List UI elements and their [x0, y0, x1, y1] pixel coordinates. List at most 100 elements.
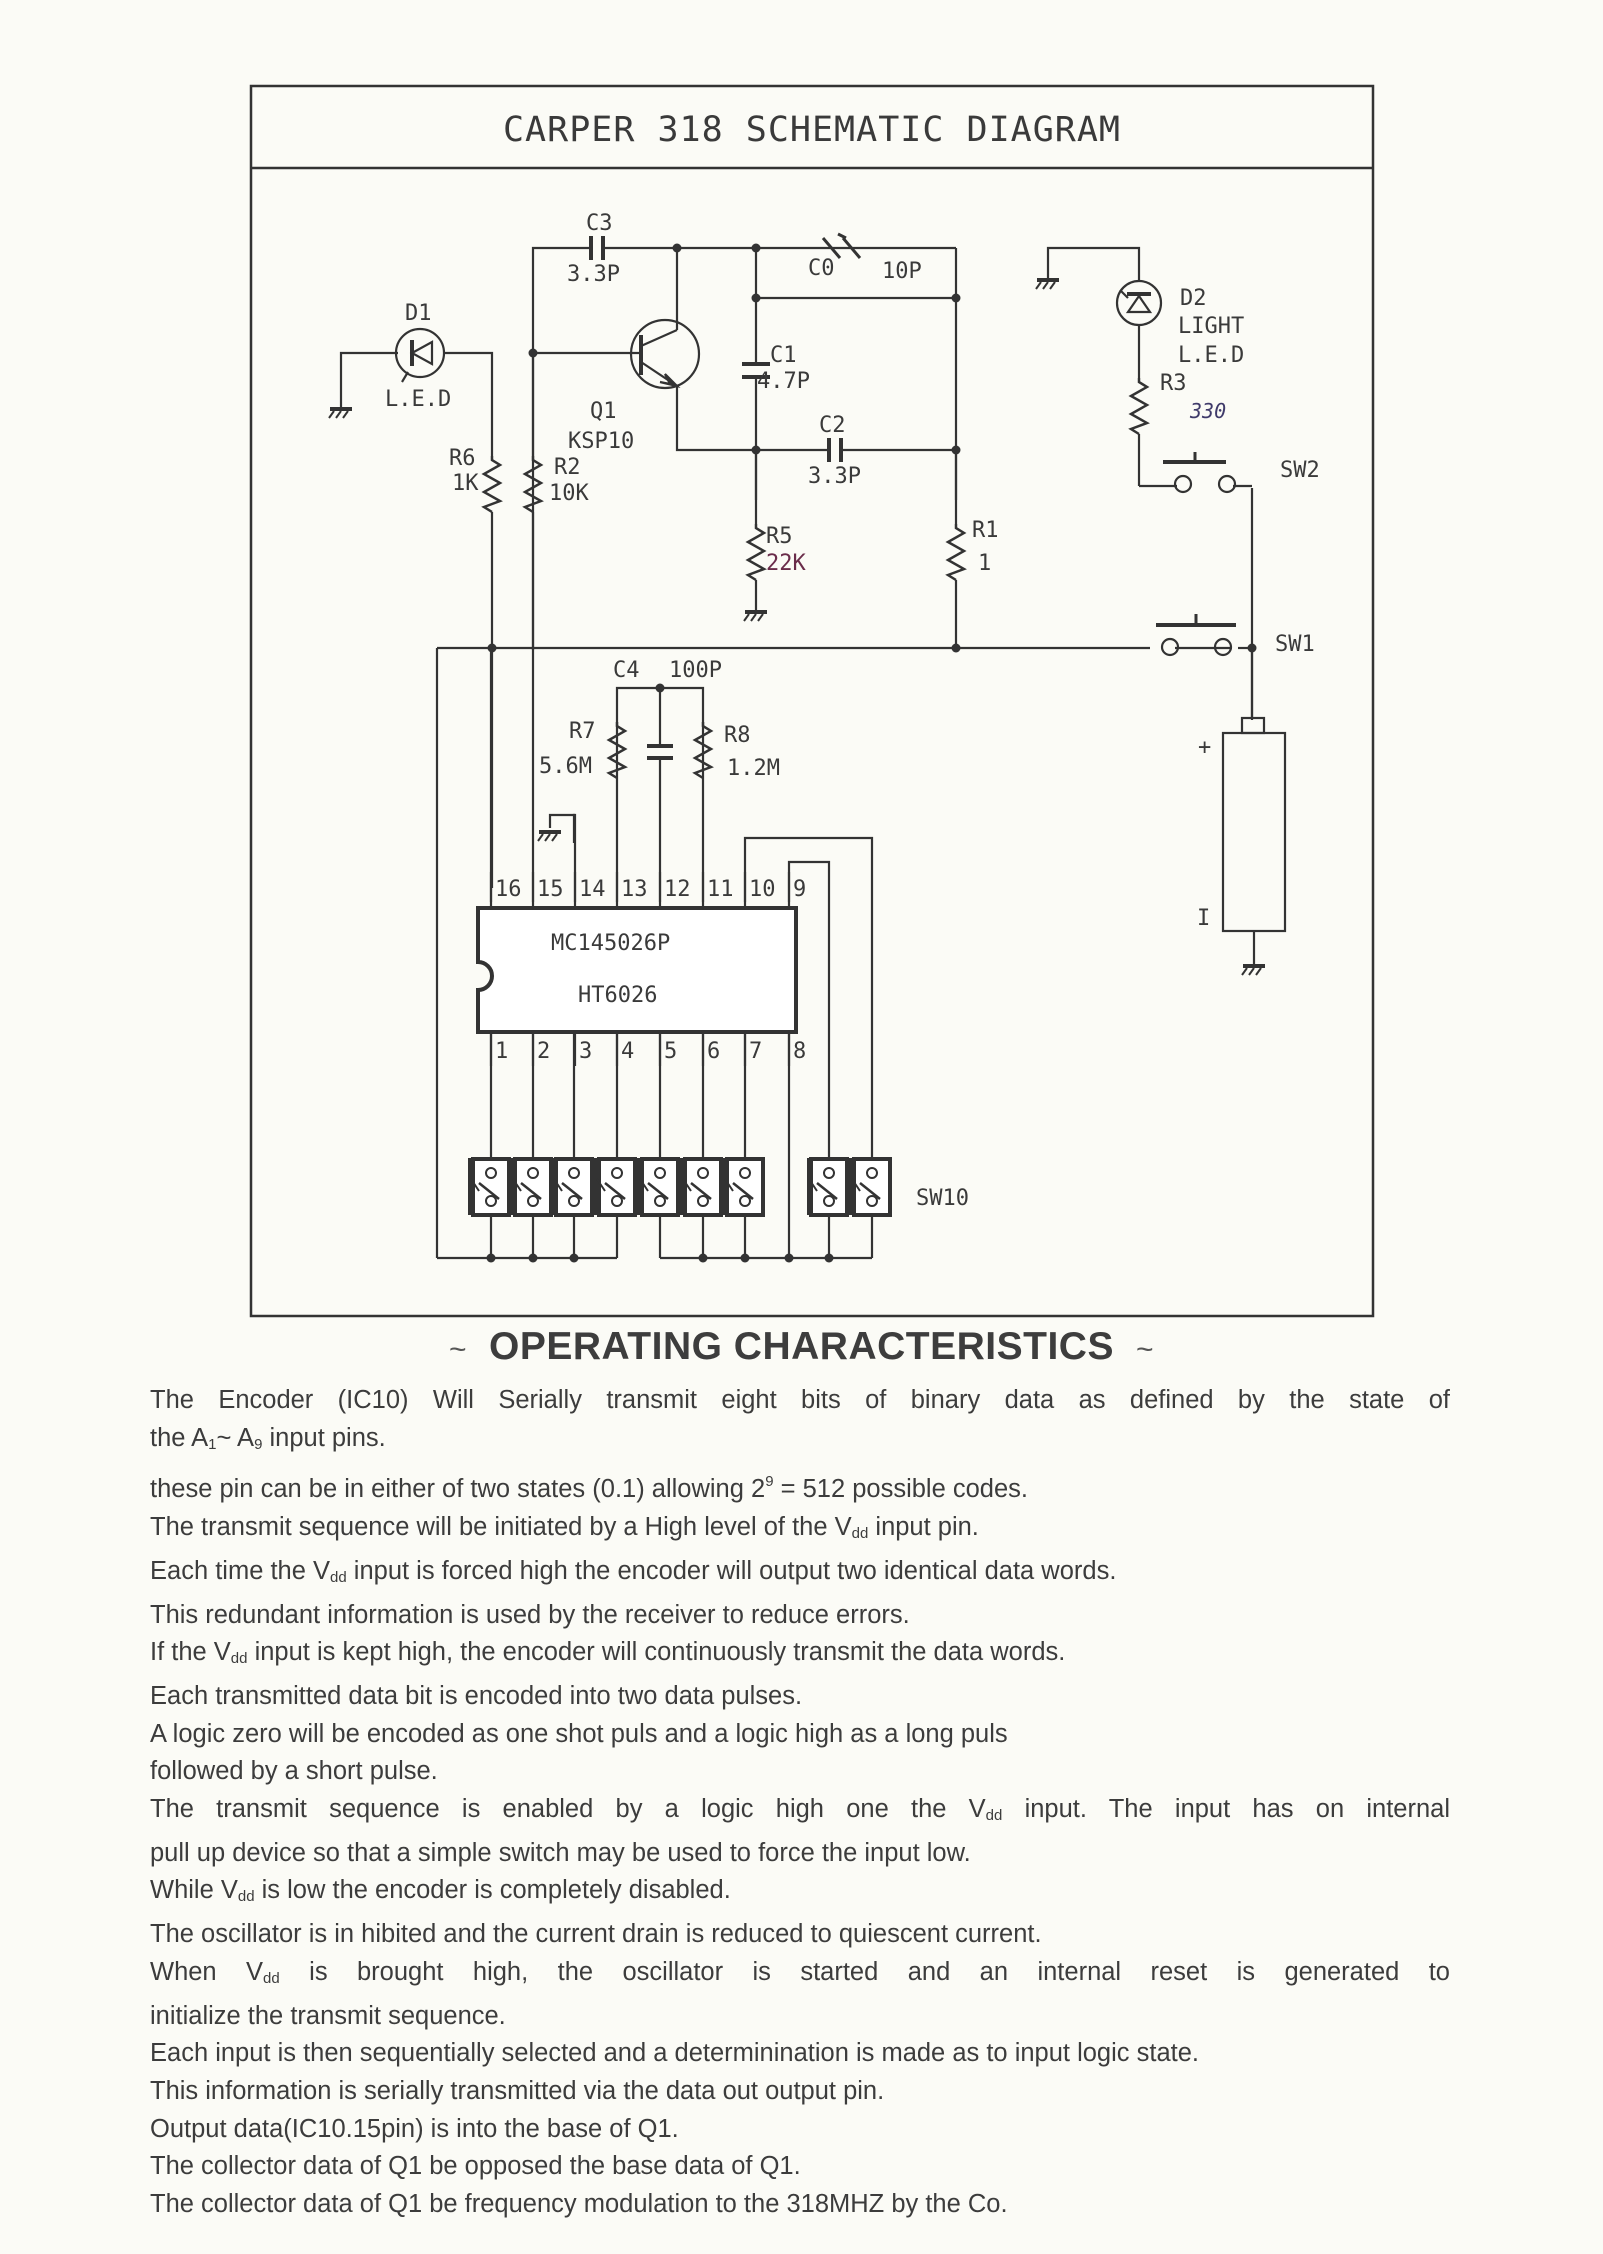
led-d2	[1115, 279, 1163, 327]
r5-value: 22K	[766, 551, 806, 576]
ic-bottom-pin-label: 8	[793, 1039, 806, 1064]
capacitor-c2: C2 3.3P	[808, 413, 861, 489]
ic-bottom-pin-label: 4	[621, 1039, 634, 1064]
svg-text:C3: C3	[586, 211, 613, 236]
ic-top-pin-label: 10	[749, 877, 776, 902]
ground-icon	[536, 830, 563, 843]
pushbutton-sw1	[1156, 614, 1236, 657]
diagram-frame	[249, 84, 1375, 1318]
ic-mc145026p: MC145026P HT6026	[476, 906, 798, 1034]
sw2-ref: SW2	[1280, 458, 1320, 483]
r3-value: 330	[1189, 399, 1226, 423]
paragraph-line: the A1~ A9 input pins.	[150, 1423, 386, 1453]
capacitor-c1: C1 4.7P	[742, 343, 810, 394]
d2-ref: D2	[1180, 286, 1207, 311]
c0-ref: C0	[808, 256, 835, 281]
ic-bottom-pin-label: 2	[537, 1039, 550, 1064]
schematic-diagram: CARPER 318 SCHEMATIC DIAGRAM	[249, 84, 1375, 1318]
ic-top-pin-label: 13	[621, 877, 648, 902]
r2-value: 10K	[549, 481, 589, 506]
paragraph-line: If the Vdd input is kept high, the encod…	[150, 1638, 1066, 1668]
r7-value: 5.6M	[539, 754, 592, 779]
capacitor-c4	[647, 744, 673, 760]
c0-value: 10P	[882, 259, 922, 284]
svg-text:C2: C2	[819, 413, 846, 438]
svg-text:4.7P: 4.7P	[757, 369, 810, 394]
pushbutton-sw2	[1163, 452, 1237, 494]
dip-switch-bank-sw10	[468, 1157, 892, 1217]
q1-ref: Q1	[590, 399, 617, 424]
r2-ref: R2	[554, 455, 581, 480]
paragraph-line: The Encoder (IC10) Will Serially transmi…	[150, 1386, 1450, 1414]
paragraph-line: Output data(IC10.15pin) is into the base…	[150, 2114, 679, 2143]
battery	[1221, 648, 1287, 965]
paragraph-line: The collector data of Q1 be frequency mo…	[150, 2190, 1008, 2219]
ic-top-pin-label: 15	[537, 877, 564, 902]
paragraph-line: The oscillator is in hibited and the cur…	[150, 1920, 1042, 1949]
ic-bottom-pin-label: 3	[579, 1039, 592, 1064]
battery-plus: +	[1198, 735, 1211, 760]
r1-value: 1	[978, 551, 991, 576]
diagram-title: CARPER 318 SCHEMATIC DIAGRAM	[503, 110, 1121, 150]
resistor-r6	[482, 454, 502, 514]
ic-top-pin-label: 12	[664, 877, 691, 902]
capacitor-c3: C3 3.3P	[567, 211, 620, 287]
r5-ref: R5	[766, 524, 793, 549]
r8-ref: R8	[724, 723, 751, 748]
ground-icon	[327, 407, 354, 420]
ic-bottom-pin-label: 1	[495, 1039, 508, 1064]
heading-text: OPERATING CHARACTERISTICS	[489, 1325, 1114, 1368]
d1-type: L.E.D	[385, 387, 451, 412]
r6-value: 1K	[452, 471, 479, 496]
ground-icon	[1240, 964, 1267, 977]
svg-text:3.3P: 3.3P	[567, 262, 620, 287]
paragraph-line: The collector data of Q1 be opposed the …	[150, 2152, 801, 2181]
paragraph-line: This redundant information is used by th…	[150, 1600, 910, 1629]
battery-minus: I	[1197, 906, 1210, 931]
operating-characteristics-text: The Encoder (IC10) Will Serially transmi…	[150, 1382, 1450, 2224]
resistor-r5	[746, 522, 766, 582]
r8-value: 1.2M	[727, 756, 780, 781]
svg-text:MC145026P: MC145026P	[551, 931, 670, 956]
resistor-r3	[1129, 376, 1149, 436]
d1-ref: D1	[405, 301, 432, 326]
ground-icon	[1034, 278, 1061, 291]
r6-ref: R6	[449, 446, 476, 471]
resistor-r1	[946, 522, 966, 582]
d2-line1: LIGHT	[1178, 314, 1244, 339]
q1-part: KSP10	[568, 429, 634, 454]
paragraph-line: Each input is then sequentially selected…	[150, 2039, 1199, 2068]
paragraph-line: initialize the transmit sequence.	[150, 2001, 506, 2030]
svg-text:C1: C1	[770, 343, 797, 368]
r1-ref: R1	[972, 518, 999, 543]
sw10-ref: SW10	[916, 1186, 969, 1211]
capacitor-c0-trimmer	[821, 232, 862, 259]
paragraph-line: these pin can be in either of two states…	[150, 1473, 1028, 1504]
tilde-left: ~	[448, 1333, 468, 1366]
section-heading: ~ OPERATING CHARACTERISTICS ~	[0, 1325, 1603, 1369]
svg-text:3.3P: 3.3P	[808, 464, 861, 489]
paragraph-line: This information is serially transmitted…	[150, 2076, 885, 2105]
d2-line2: L.E.D	[1178, 343, 1244, 368]
paragraph-line: followed by a short pulse.	[150, 1757, 438, 1786]
ic-top-pin-label: 14	[579, 877, 606, 902]
ic-bottom-pin-label: 5	[664, 1039, 677, 1064]
paragraph-line: A logic zero will be encoded as one shot…	[150, 1719, 1008, 1748]
paragraph-line: While Vdd is low the encoder is complete…	[150, 1876, 731, 1906]
r3-ref: R3	[1160, 371, 1187, 396]
paragraph-line: Each transmitted data bit is encoded int…	[150, 1681, 803, 1710]
c4-ref: C4	[613, 658, 640, 683]
svg-text:HT6026: HT6026	[578, 983, 657, 1008]
ic-top-pin-label: 9	[793, 877, 806, 902]
led-d1	[394, 327, 446, 383]
r7-ref: R7	[569, 719, 596, 744]
tilde-right: ~	[1135, 1333, 1155, 1366]
paragraph-line: Each time the Vdd input is forced high t…	[150, 1556, 1117, 1586]
sw1-ref: SW1	[1275, 632, 1315, 657]
ic-top-pin-label: 16	[495, 877, 522, 902]
transistor-q1	[629, 318, 701, 390]
ground-icon	[742, 610, 769, 623]
paragraph-line: The transmit sequence is enabled by a lo…	[150, 1795, 1450, 1825]
